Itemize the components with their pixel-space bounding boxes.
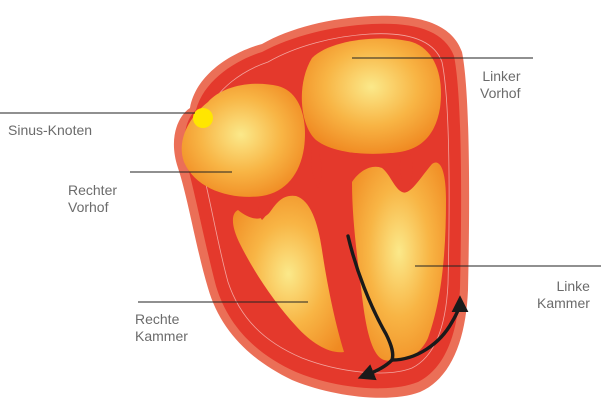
sinus-node-dot xyxy=(193,108,213,128)
label-rechter-vorhof-line1: Rechter xyxy=(68,182,117,199)
label-linker-vorhof: Linker Vorhof xyxy=(480,68,520,102)
label-rechter-vorhof: Rechter Vorhof xyxy=(68,182,117,216)
label-linker-vorhof-line1: Linker xyxy=(480,68,520,85)
label-rechte-kammer-line2: Kammer xyxy=(135,328,188,345)
label-linke-kammer-line1: Linke xyxy=(537,278,590,295)
label-sinus-knoten: Sinus-Knoten xyxy=(8,122,92,139)
label-rechte-kammer-line1: Rechte xyxy=(135,311,188,328)
left-atrium-chamber xyxy=(302,39,441,154)
label-rechte-kammer: Rechte Kammer xyxy=(135,311,188,345)
label-rechter-vorhof-line2: Vorhof xyxy=(68,199,117,216)
label-linker-vorhof-line2: Vorhof xyxy=(480,85,520,102)
label-linke-kammer: Linke Kammer xyxy=(537,278,590,312)
label-sinus-knoten-text: Sinus-Knoten xyxy=(8,122,92,139)
label-linke-kammer-line2: Kammer xyxy=(537,295,590,312)
